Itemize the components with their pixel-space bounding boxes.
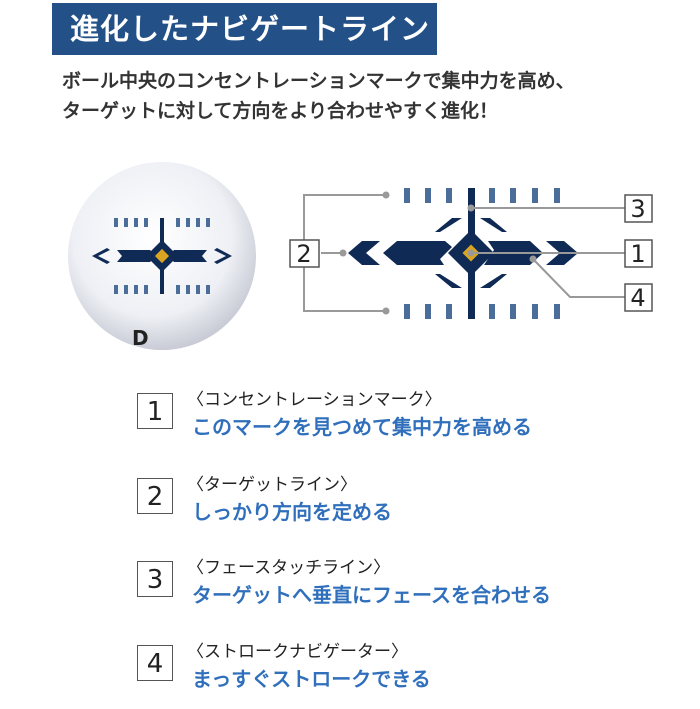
item-description: まっすぐストロークできる xyxy=(192,667,431,691)
item-description: このマークを見つめて集中力を高める xyxy=(192,415,532,439)
item-number: 2 xyxy=(137,478,173,514)
item-number: 1 xyxy=(137,393,173,429)
diagram-label-3: 3 xyxy=(630,195,645,223)
page-title: 進化したナビゲートライン xyxy=(52,3,437,55)
intro-line-1: ボール中央のコンセントレーションマークで集中力を高め、 xyxy=(62,70,575,92)
navigate-line-diagram: 3 1 4 2 xyxy=(289,188,653,319)
face-touch-line-dashes xyxy=(404,188,560,319)
diagram-label-1: 1 xyxy=(630,240,645,268)
diagram-label-4: 4 xyxy=(630,284,645,312)
intro-text: ボール中央のコンセントレーションマークで集中力を高め、 ターゲットに対して方向を… xyxy=(62,66,575,126)
item-heading: 〈コンセントレーションマーク〉 xyxy=(187,390,442,410)
item-description: しっかり方向を定める xyxy=(192,500,392,524)
item-number: 3 xyxy=(137,561,173,597)
item-heading: 〈フェースタッチライン〉 xyxy=(187,558,391,578)
item-heading: 〈ターゲットライン〉 xyxy=(187,475,357,495)
item-description: ターゲットへ垂直にフェースを合わせる xyxy=(192,583,551,607)
item-heading: 〈ストロークナビゲーター〉 xyxy=(187,642,408,662)
item-number: 4 xyxy=(137,645,173,681)
intro-line-2: ターゲットに対して方向をより合わせやすく進化！ xyxy=(62,100,499,122)
diagram-label-2: 2 xyxy=(296,240,311,268)
ball-logo: D xyxy=(132,326,149,350)
golf-ball-image: D xyxy=(68,162,256,350)
